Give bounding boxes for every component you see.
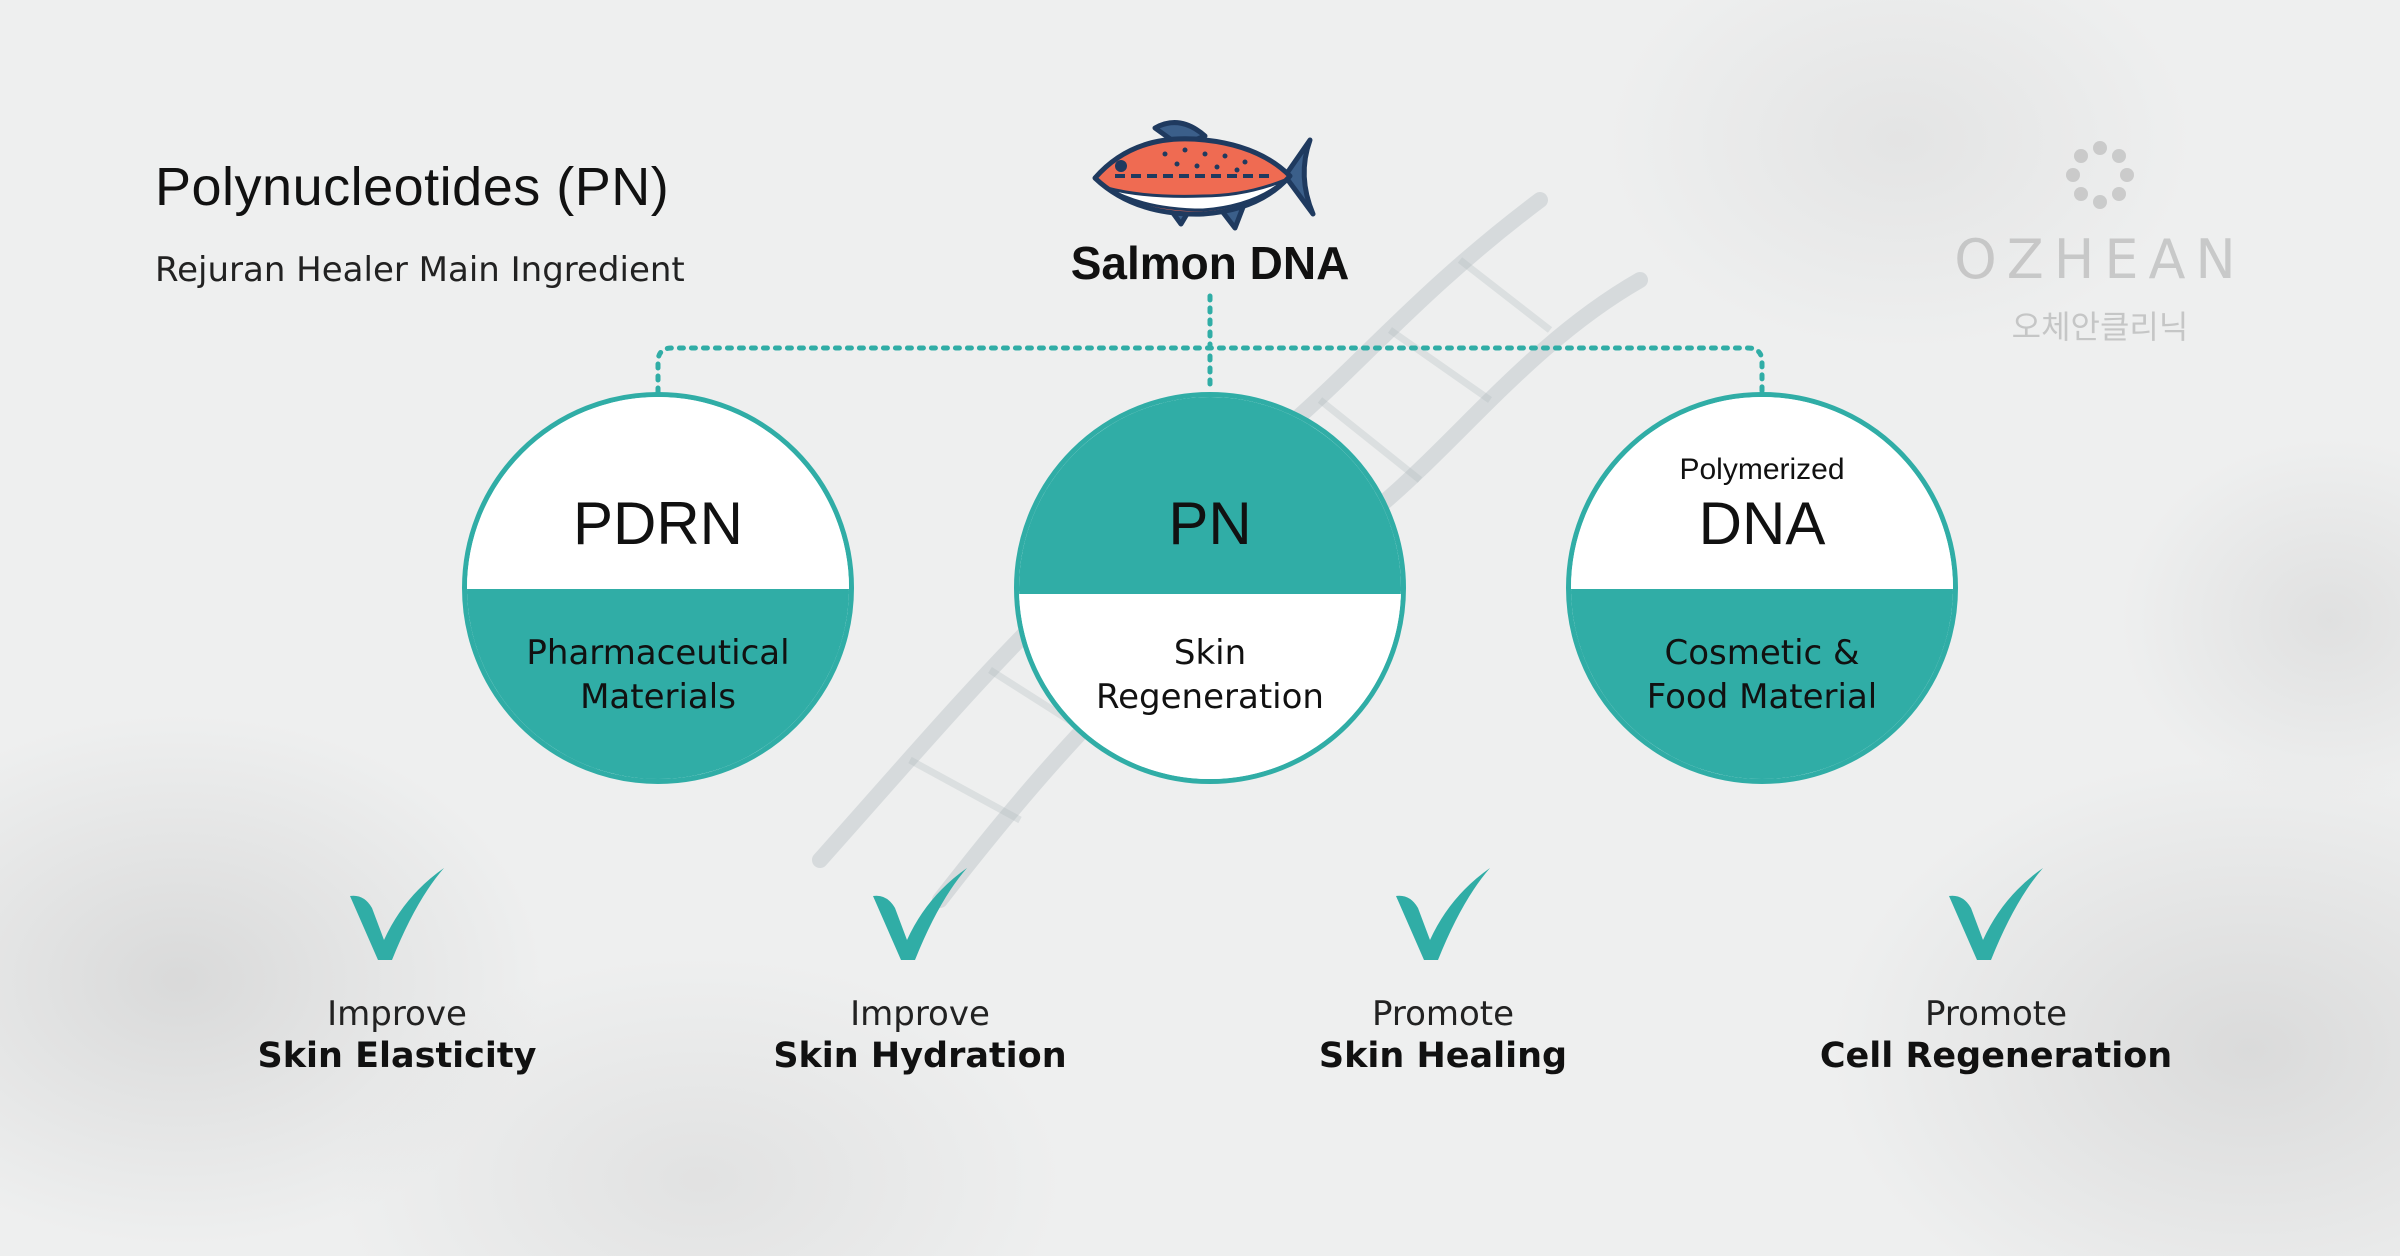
circle-title: DNA — [1698, 490, 1826, 557]
benefit-item: Improve Skin Elasticity — [187, 860, 607, 1076]
checkmark-icon — [873, 868, 967, 960]
circle-top: Polymerized DNA — [1571, 397, 1953, 591]
circle-prefix: Polymerized — [1679, 453, 1845, 486]
salmon-fish-icon — [1092, 120, 1316, 231]
page-title: Polynucleotides (PN) — [155, 157, 670, 217]
benefit-verb: Promote — [1371, 994, 1515, 1034]
circle-description-line2: Food Material — [1646, 677, 1878, 717]
benefit-item: Improve Skin Hydration — [710, 860, 1130, 1076]
circle-top: PDRN — [467, 397, 849, 591]
circle-polymerized-dna: Polymerized DNA Cosmetic & Food Material — [1566, 392, 1958, 784]
circle-description-line1: Skin — [1173, 633, 1247, 673]
source-label: Salmon DNA — [1070, 237, 1350, 289]
page-subtitle: Rejuran Healer Main Ingredient — [155, 250, 685, 290]
checkmark-icon — [1949, 868, 2043, 960]
benefit-object: Skin Hydration — [773, 1036, 1067, 1076]
connector-lines — [655, 293, 1765, 395]
benefit-verb: Improve — [327, 994, 467, 1034]
circle-description-line1: Pharmaceutical — [526, 633, 790, 673]
checkmark-icon — [350, 868, 444, 960]
circle-bottom: Pharmaceutical Materials — [467, 591, 849, 779]
circle-divider — [467, 589, 849, 594]
circle-pn: PN Skin Regeneration — [1014, 392, 1406, 784]
circle-title: PDRN — [572, 490, 743, 557]
circle-pdrn: PDRN Pharmaceutical Materials — [462, 392, 854, 784]
benefit-verb: Improve — [850, 994, 990, 1034]
circle-bottom: Cosmetic & Food Material — [1571, 591, 1953, 779]
brand-korean-name: 오체안클리닉 — [2011, 308, 2189, 346]
benefit-item: Promote Skin Healing — [1233, 860, 1653, 1076]
circle-bottom: Skin Regeneration — [1019, 591, 1401, 779]
checkmark-icon — [1396, 868, 1490, 960]
benefit-object: Skin Healing — [1318, 1036, 1568, 1076]
brand-logo: OZHEAN 오체안클리닉 — [1940, 130, 2260, 360]
circle-divider — [1019, 589, 1401, 594]
benefit-object: Cell Regeneration — [1819, 1036, 2173, 1076]
circle-divider — [1571, 589, 1953, 594]
flower-dots-icon — [2066, 141, 2134, 209]
circle-title: PN — [1168, 490, 1252, 557]
circle-top: PN — [1019, 397, 1401, 591]
benefit-object: Skin Elasticity — [257, 1036, 537, 1076]
circle-description-line2: Regeneration — [1096, 677, 1324, 717]
benefit-verb: Promote — [1924, 994, 2068, 1034]
brand-name: OZHEAN — [1954, 228, 2246, 291]
circle-description-line1: Cosmetic & — [1664, 633, 1860, 673]
circle-description-line2: Materials — [580, 677, 736, 717]
benefit-item: Promote Cell Regeneration — [1786, 860, 2206, 1076]
